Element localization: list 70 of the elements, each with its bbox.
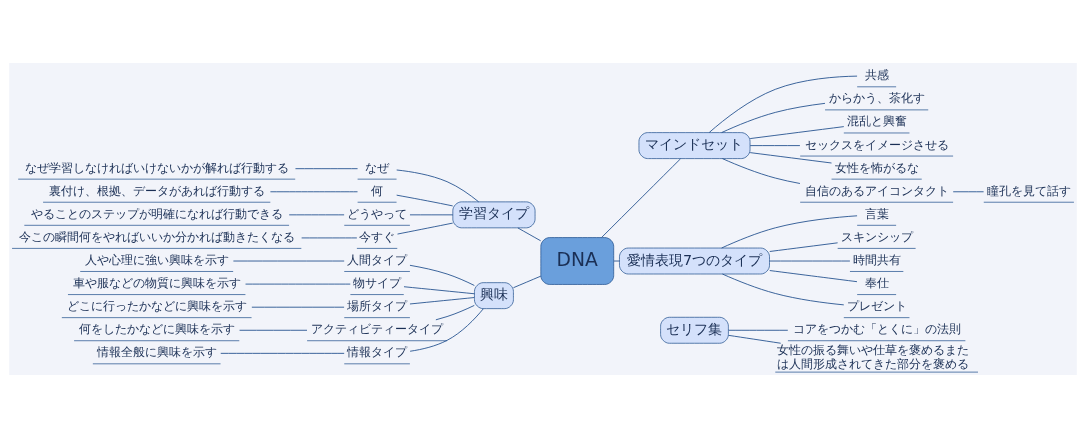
node-text: 今この瞬間何をやればいいか分かれば動きたくなる <box>18 229 295 244</box>
node-text: どこに行ったかなどに興味を示す <box>66 299 247 314</box>
connector <box>769 270 858 283</box>
connector <box>728 334 782 344</box>
node-box: マインドセット <box>638 132 751 159</box>
connector <box>435 304 475 321</box>
node-text: やることのステップが明確になれば行動できる <box>30 206 283 221</box>
node-text: 自信のあるアイコンタクト <box>804 183 949 198</box>
connector <box>397 222 454 235</box>
node-text: 物サイプ <box>353 276 402 291</box>
connector <box>601 158 681 238</box>
node-text: 場所タイプ <box>347 299 408 314</box>
node-box: 興味 <box>474 282 514 309</box>
node-text: からかう、茶化す <box>828 91 925 106</box>
node-text: スキンシップ <box>840 229 913 244</box>
connector <box>613 260 620 262</box>
connector <box>769 242 839 252</box>
node-text: 時間共有 <box>852 252 901 267</box>
connector <box>517 227 542 242</box>
node-text: 情報タイプ <box>347 345 408 360</box>
connector <box>239 329 308 331</box>
connector <box>396 194 454 207</box>
connector <box>721 215 858 249</box>
connector <box>295 168 358 170</box>
node-text: セックスをイメージさせる <box>804 137 949 152</box>
connector <box>409 214 454 216</box>
node-text: なぜ <box>365 160 390 175</box>
node-text: どうやって <box>347 206 408 221</box>
connector <box>403 286 475 295</box>
node-text: 何をしたかなどに興味を示す <box>78 322 235 337</box>
connector <box>409 308 484 352</box>
node-text: 女性を怖がるな <box>834 160 919 175</box>
connector <box>409 297 475 305</box>
node-box: セリフ集 <box>660 316 729 344</box>
node-text: なぜ学習しなければいけないかが解れば行動する <box>24 160 289 175</box>
connector <box>749 145 801 147</box>
connector <box>749 152 832 164</box>
node-text: プレゼント <box>846 299 907 314</box>
node-text: 何 <box>371 183 384 198</box>
node-text: 共感 <box>864 68 889 83</box>
node-text: 人間タイプ <box>347 252 408 267</box>
connector <box>251 306 345 308</box>
node-text: 混乱と興奮 <box>846 114 907 129</box>
connector <box>708 75 858 133</box>
node-box: 学習タイプ <box>452 201 536 229</box>
node-text: 人や心理に強い興味を示す <box>84 252 229 267</box>
connector <box>409 264 475 286</box>
node-box: 愛情表現7つのタイプ <box>619 247 770 275</box>
connector <box>952 191 985 193</box>
connector <box>270 191 358 193</box>
node-text: アクティビティータイプ <box>311 322 444 337</box>
connector <box>749 126 845 139</box>
node-text: 今すぐ <box>359 229 396 244</box>
connector <box>396 169 480 203</box>
node-text: 情報全般に興味を示す <box>96 345 217 360</box>
node-box: DNA <box>540 237 615 285</box>
connector <box>220 352 345 354</box>
node-text: コアをつかむ「とくに」の法則 <box>792 322 961 337</box>
node-text: 女性の振る舞いや仕草を褒めるまたは人間形成されてきた部分を褒める <box>776 342 969 371</box>
connector <box>513 275 542 289</box>
node-text: 言葉 <box>864 206 889 221</box>
connector <box>722 158 801 184</box>
node-text: 車や服などの物質に興味を示す <box>72 276 241 291</box>
node-text: 瞳孔を見て話す <box>986 183 1071 198</box>
connector <box>722 273 845 306</box>
connector <box>721 102 826 133</box>
connector <box>769 260 851 262</box>
connector <box>728 329 789 331</box>
node-text: 裏付け、根拠、データがあれば行動する <box>48 183 265 198</box>
node-text: 奉仕 <box>864 276 889 291</box>
